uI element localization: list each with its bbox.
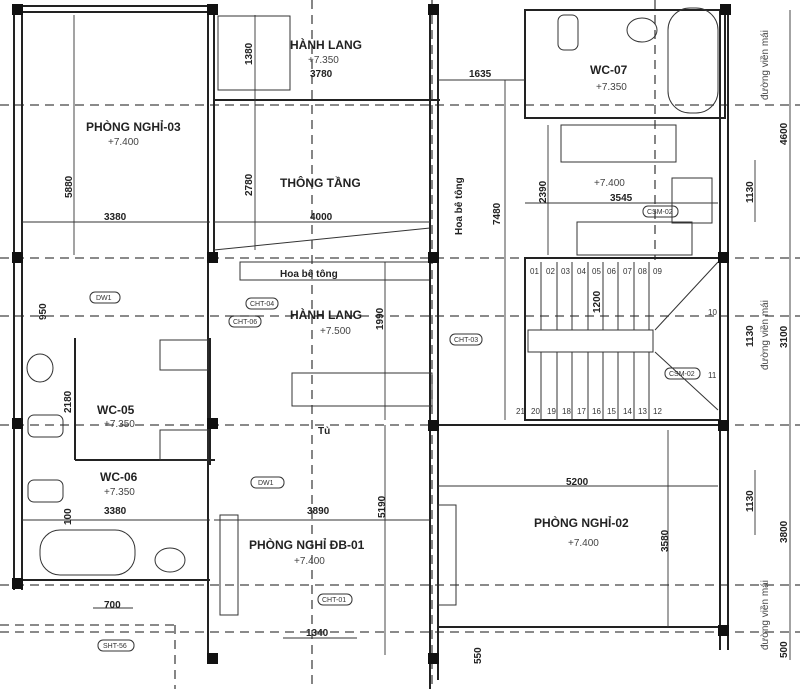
dim-1340: 1340 xyxy=(306,628,329,639)
stair-treads xyxy=(540,262,650,420)
dim-7480: 7480 xyxy=(492,202,503,225)
dimension-labels: 1380 3780 5880 3380 2780 4000 1990 950 1… xyxy=(38,42,790,664)
notes: Hoa bê tông Hoa bê tông Tủ đường viền má… xyxy=(280,30,771,650)
note-duong-vien-mai-1: đường viền mái xyxy=(759,30,771,100)
dim-1380: 1380 xyxy=(244,42,255,65)
dim-3100: 3100 xyxy=(779,325,790,348)
stair-step: 07 xyxy=(623,267,632,276)
dim-500: 500 xyxy=(779,641,790,658)
dim-3800: 3800 xyxy=(779,520,790,543)
room-hanh-lang-top: HÀNH LANG xyxy=(290,37,362,52)
dim-950: 950 xyxy=(38,303,49,320)
room-phong-nghi-db-01: PHÒNG NGHỈ ĐB-01 xyxy=(249,537,365,552)
tag-dw1-top: DW1 xyxy=(96,295,112,302)
note-duong-vien-mai-3: đường viền mái xyxy=(759,580,771,650)
stair-step: 14 xyxy=(623,407,632,416)
stair-step: 18 xyxy=(562,407,571,416)
stair-step: 04 xyxy=(577,267,586,276)
stair-step: 08 xyxy=(638,267,647,276)
dim-1130-mid: 1130 xyxy=(745,325,756,347)
dim-2180: 2180 xyxy=(63,390,74,413)
stair-step: 20 xyxy=(531,407,540,416)
stair-step: 05 xyxy=(592,267,601,276)
level-wc-05: +7.350 xyxy=(104,419,135,430)
tag-cht-04: CHT-04 xyxy=(250,301,274,308)
dim-1200: 1200 xyxy=(592,290,603,313)
dim-2780: 2780 xyxy=(244,173,255,196)
room-phong-nghi-02: PHÒNG NGHỈ-02 xyxy=(534,515,629,530)
stair-step: 01 xyxy=(530,267,539,276)
stair-step: 13 xyxy=(638,407,647,416)
stair-step: 02 xyxy=(546,267,555,276)
room-hanh-lang-mid: HÀNH LANG xyxy=(290,307,362,322)
note-hoa-be-tong: Hoa bê tông xyxy=(280,269,338,280)
note-tu: Tủ xyxy=(318,426,330,437)
dim-1130-bottom: 1130 xyxy=(745,490,756,512)
dim-4000: 4000 xyxy=(310,212,333,223)
room-labels: HÀNH LANG +7.350 PHÒNG NGHỈ-03 +7.400 TH… xyxy=(86,37,629,567)
level-phong-nghi-db-01: +7.400 xyxy=(294,556,325,567)
stair-step: 21 xyxy=(516,407,525,416)
columns xyxy=(12,4,731,664)
room-phong-nghi-03: PHÒNG NGHỈ-03 xyxy=(86,119,181,134)
room-thong-tang: THÔNG TẦNG xyxy=(280,175,361,190)
dim-1635: 1635 xyxy=(469,69,492,80)
stair-step: 09 xyxy=(653,267,662,276)
dim-1990: 1990 xyxy=(375,307,386,330)
room-wc-07: WC-07 xyxy=(590,63,628,77)
tag-cht-03: CHT-03 xyxy=(454,337,478,344)
tag-sht-56: SHT-56 xyxy=(103,643,127,650)
stair-step: 12 xyxy=(653,407,662,416)
dim-5200: 5200 xyxy=(566,477,589,488)
note-duong-vien-mai-2: đường viền mái xyxy=(759,300,771,370)
tag-csm-02-bottom: CSM-02 xyxy=(669,371,695,378)
level-wc-07: +7.350 xyxy=(596,82,627,93)
tag-cht-01: CHT-01 xyxy=(322,597,346,604)
dim-3580: 3580 xyxy=(660,529,671,552)
dim-550: 550 xyxy=(473,647,484,664)
dim-3380-top: 3380 xyxy=(104,212,127,223)
stair-step: 15 xyxy=(607,407,616,416)
dim-4600: 4600 xyxy=(779,122,790,145)
level-phong-nghi-02: +7.400 xyxy=(568,538,599,549)
tag-dw1-bottom: DW1 xyxy=(258,480,274,487)
level-hanh-lang-mid: +7.500 xyxy=(320,326,351,337)
room-wc-05: WC-05 xyxy=(97,403,135,417)
stair-numbers: 01 02 03 04 05 06 07 08 09 10 21 20 19 1… xyxy=(516,267,717,416)
dim-1130-top: 1130 xyxy=(745,181,756,203)
stair-step: 10 xyxy=(708,308,717,317)
stair-step: 16 xyxy=(592,407,601,416)
level-hanh-lang-top: +7.350 xyxy=(308,55,339,66)
dim-5880: 5880 xyxy=(64,175,75,198)
stair-step: 03 xyxy=(561,267,570,276)
level-phong-nghi-03: +7.400 xyxy=(108,137,139,148)
dim-2390: 2390 xyxy=(538,180,549,203)
dim-3890: 3890 xyxy=(307,506,330,517)
room-wc-06: WC-06 xyxy=(100,470,138,484)
element-tags: DW1 CHT-04 CHT-06 CHT-03 CSM-02 CSM-02 D… xyxy=(89,205,701,652)
note-hoa-be-tong-vertical: Hoa bê tông xyxy=(454,177,465,235)
dim-700: 700 xyxy=(104,600,121,611)
level-lounge: +7.400 xyxy=(594,178,625,189)
stair-step: 17 xyxy=(577,407,586,416)
dim-5190: 5190 xyxy=(377,495,388,518)
stair-step: 11 xyxy=(708,371,717,380)
walls xyxy=(0,5,729,689)
dim-3780: 3780 xyxy=(310,69,333,80)
stair-step: 19 xyxy=(547,407,556,416)
stair-step: 06 xyxy=(607,267,616,276)
dim-3545: 3545 xyxy=(610,193,633,204)
level-wc-06: +7.350 xyxy=(104,487,135,498)
dim-3380-bottom: 3380 xyxy=(104,506,127,517)
tag-csm-02-top: CSM-02 xyxy=(647,209,673,216)
tag-cht-06: CHT-06 xyxy=(233,319,257,326)
dimension-lines xyxy=(22,10,791,660)
dim-100: 100 xyxy=(63,508,74,525)
